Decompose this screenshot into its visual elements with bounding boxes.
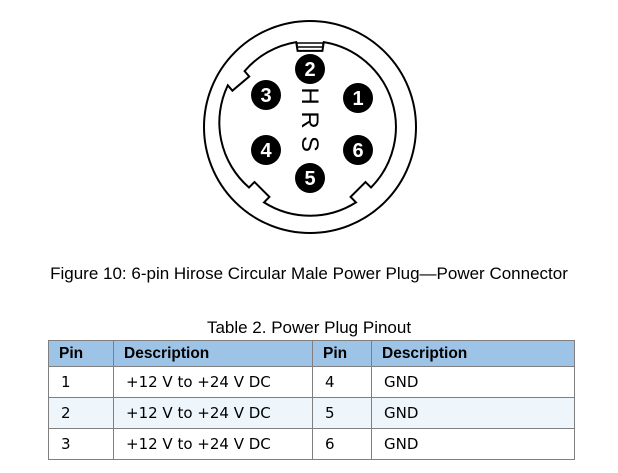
header-pin: Pin — [312, 340, 372, 367]
top-key-tab — [296, 42, 324, 48]
header-pin: Pin — [48, 340, 114, 367]
table-caption: Table 2. Power Plug Pinout — [206, 318, 412, 337]
connector-inner-shell — [218, 40, 397, 217]
table-row: 3 +12 V to +24 V DC 6 GND — [48, 428, 575, 460]
svg-text:6: 6 — [352, 140, 363, 162]
pin-6: 6 — [343, 135, 373, 165]
description-cell: +12 V to +24 V DC — [113, 397, 313, 429]
pin-3: 3 — [251, 80, 281, 110]
pin-cell: 5 — [312, 397, 372, 429]
pinout-table: Pin Description Pin Description 1 +12 V … — [48, 340, 575, 460]
header-description: Description — [113, 340, 313, 367]
svg-text:1: 1 — [352, 88, 363, 110]
svg-text:2: 2 — [304, 59, 315, 81]
hrs-letter-h: H — [296, 87, 323, 104]
pin-cell: 1 — [48, 366, 114, 398]
svg-text:5: 5 — [304, 168, 315, 190]
description-cell: GND — [371, 366, 575, 398]
table-row: 2 +12 V to +24 V DC 5 GND — [48, 397, 575, 429]
table-header-row: Pin Description Pin Description — [48, 340, 575, 367]
description-cell: GND — [371, 397, 575, 429]
description-cell: +12 V to +24 V DC — [113, 366, 313, 398]
pin-1: 1 — [343, 83, 373, 113]
pin-cell: 6 — [312, 428, 372, 460]
header-description: Description — [371, 340, 575, 367]
description-cell: GND — [371, 428, 575, 460]
pin-cell: 3 — [48, 428, 114, 460]
pin-5: 5 — [295, 163, 325, 193]
table-row: 1 +12 V to +24 V DC 4 GND — [48, 366, 575, 398]
svg-text:3: 3 — [260, 85, 271, 107]
hrs-letter-r: R — [296, 111, 323, 128]
pin-4: 4 — [251, 135, 281, 165]
pin-2: 2 — [295, 54, 325, 84]
hrs-letter-s: S — [296, 136, 323, 152]
description-cell: +12 V to +24 V DC — [113, 428, 313, 460]
connector-outer-ring — [203, 20, 417, 234]
svg-text:4: 4 — [260, 140, 272, 162]
figure-caption: Figure 10: 6-pin Hirose Circular Male Po… — [50, 264, 568, 283]
connector-diagram: H R S 2 3 1 4 6 5 — [203, 20, 417, 234]
pin-cell: 2 — [48, 397, 114, 429]
pin-cell: 4 — [312, 366, 372, 398]
